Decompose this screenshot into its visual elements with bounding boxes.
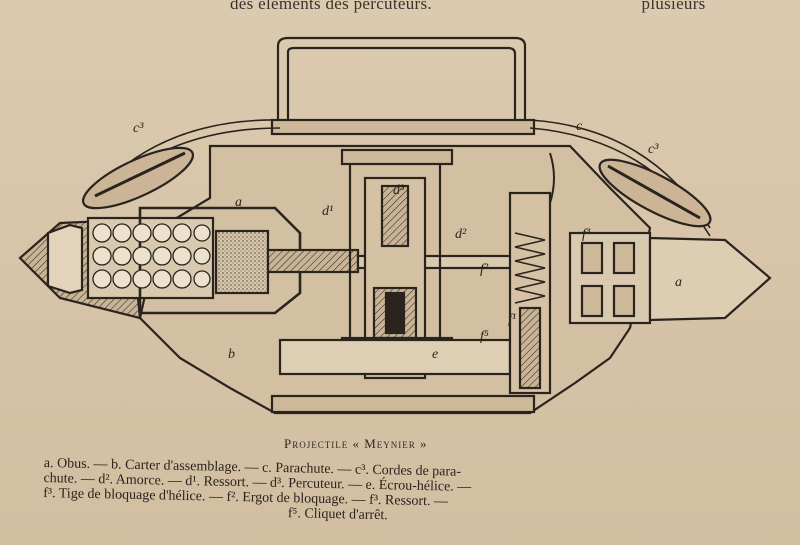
helice-nut [278, 338, 512, 376]
label-a-left: a [235, 195, 242, 210]
label-d1: d¹ [322, 204, 333, 219]
charge [214, 229, 270, 295]
label-f1: f¹ [508, 312, 516, 327]
top-rail [270, 118, 536, 136]
right-nose [648, 236, 772, 322]
bottom-rail [270, 394, 536, 414]
label-a-right: a [675, 275, 682, 290]
caption-legend: a. Obus. — b. Carter d'assemblage. — c. … [43, 456, 714, 530]
spring [514, 232, 546, 304]
label-d2: d² [455, 227, 467, 242]
label-b: b [228, 347, 235, 362]
caption-title: Projectile « Meynier » [284, 436, 428, 451]
label-d3: d³ [393, 183, 405, 198]
label-c: c [576, 119, 583, 134]
label-c3-left: c³ [133, 121, 144, 136]
header-fragment: des éléments des percuteurs. plusieurs [230, 0, 790, 14]
central-shaft [266, 248, 360, 274]
header-text-right: plusieurs [641, 0, 706, 13]
label-c3-right: c³ [648, 142, 659, 157]
label-f5: f⁵ [480, 329, 489, 344]
label-f3: f³ [582, 227, 591, 242]
label-e: e [432, 347, 438, 362]
top-handle [276, 36, 527, 128]
balls [92, 223, 211, 289]
label-f2: f² [480, 262, 489, 277]
projectile-diagram: a a b c c³ c³ d¹ d² d³ e f² f³ f⁵ f¹ [18, 36, 772, 415]
header-text: des éléments des percuteurs. [230, 0, 432, 13]
